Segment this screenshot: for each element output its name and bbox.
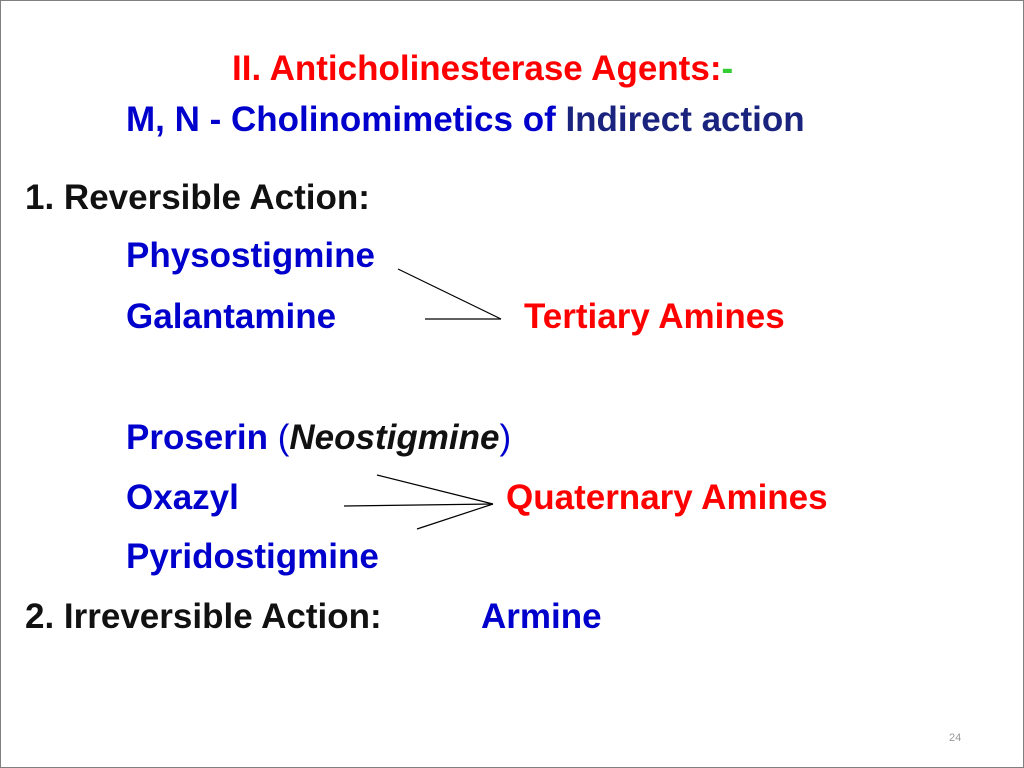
drug-proserin-line: Proserin (Neostigmine) xyxy=(126,420,511,455)
section1-heading: 1. Reversible Action: xyxy=(25,178,370,217)
slide-title-line-2: M, N - Cholinomimetics of Indirect actio… xyxy=(126,102,805,137)
title-colon: : xyxy=(709,49,722,88)
quaternary-connector-middle xyxy=(343,503,494,507)
paren-close: ) xyxy=(499,418,512,457)
subtitle-suffix: Indirect action xyxy=(565,100,805,139)
slide-title-line-1: II. Anticholinesterase Agents:- xyxy=(232,51,733,86)
subtitle-prefix: M, N - Cholinomimetics of xyxy=(126,100,566,139)
drug-neostigmine: Neostigmine xyxy=(289,418,500,457)
paren-open: ( xyxy=(268,418,290,457)
drug-physostigmine: Physostigmine xyxy=(126,236,375,275)
drug-oxazyl: Oxazyl xyxy=(126,478,239,517)
drug-pyridostigmine: Pyridostigmine xyxy=(126,537,379,576)
drug-galantamine: Galantamine xyxy=(126,297,337,336)
title-dash: - xyxy=(721,49,734,88)
quaternary-connector-lower xyxy=(416,503,494,530)
tertiary-connector-upper xyxy=(397,268,502,320)
page-number: 24 xyxy=(949,732,962,744)
quaternary-connector-upper xyxy=(376,474,494,505)
title-main: II. Anticholinesterase Agents xyxy=(232,49,710,88)
section2-heading: 2. Irreversible Action: xyxy=(25,597,382,636)
tertiary-amines-label: Tertiary Amines xyxy=(524,297,785,336)
drug-armine: Armine xyxy=(481,597,602,636)
drug-proserin: Proserin xyxy=(126,418,268,457)
quaternary-amines-label: Quaternary Amines xyxy=(506,478,828,517)
